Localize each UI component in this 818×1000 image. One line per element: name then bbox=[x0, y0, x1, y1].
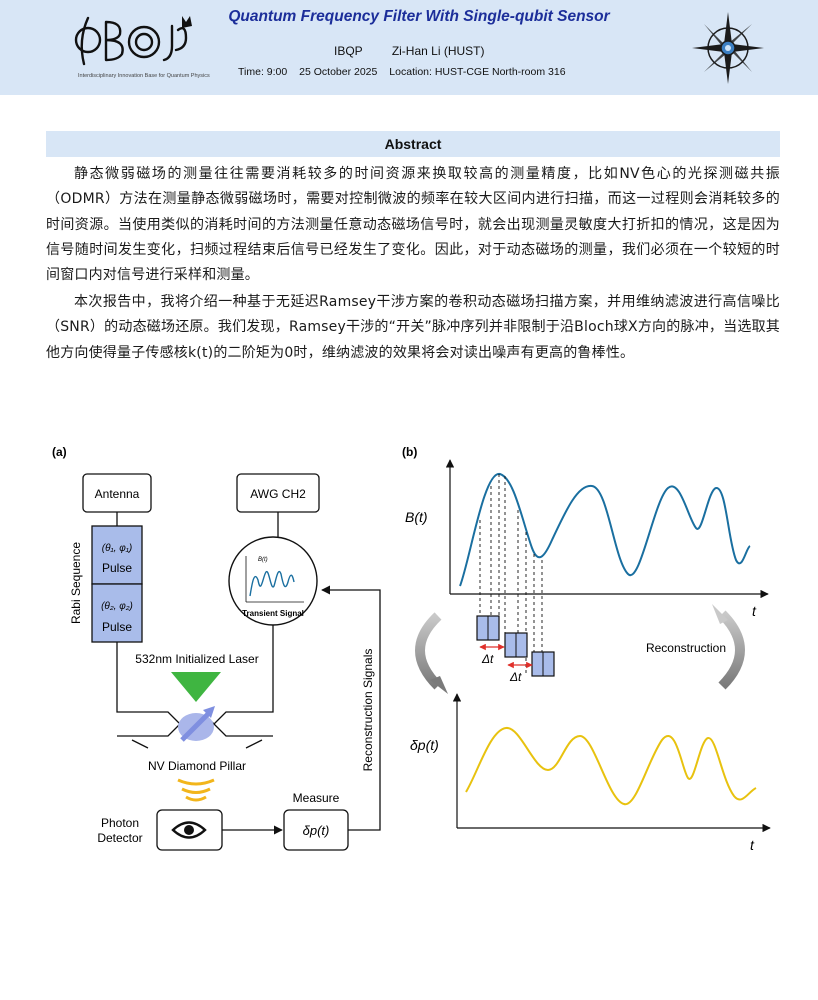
t-axis-label-top: t bbox=[752, 603, 757, 619]
photon-detector-label-1: Photon bbox=[101, 816, 139, 830]
event-location: Location: HUST-CGE North-room 316 bbox=[389, 66, 566, 78]
b-axis-label: B(t) bbox=[405, 509, 428, 525]
measure-dp-label: δp(t) bbox=[303, 823, 330, 838]
measure-label: Measure bbox=[293, 791, 340, 805]
pulse-1-params: (θ₁, φ₁) bbox=[102, 543, 132, 554]
pulse-2-label: Pulse bbox=[102, 620, 132, 634]
inset-b-label: B(t) bbox=[258, 557, 268, 563]
laser-beam-icon bbox=[171, 672, 221, 702]
dp-axis-label: δp(t) bbox=[410, 737, 439, 753]
logo-subtitle: Interdisciplinary Innovation Base for Qu… bbox=[78, 73, 210, 79]
authors: IBQP Zi-Han Li (HUST) bbox=[334, 44, 484, 58]
right-cycle-arrow-icon bbox=[712, 604, 745, 690]
inset-signal-curve bbox=[249, 570, 295, 597]
poster-title: Quantum Frequency Filter With Single-qub… bbox=[228, 8, 610, 25]
cat-icon bbox=[182, 16, 192, 28]
transient-signal-label: Transient Signal bbox=[242, 609, 304, 618]
left-cycle-arrow-icon bbox=[415, 612, 448, 694]
header-banner: Interdisciplinary Innovation Base for Qu… bbox=[0, 0, 818, 95]
author-name: Zi-Han Li (HUST) bbox=[391, 44, 485, 58]
dp-signal-curve bbox=[465, 727, 757, 806]
abstract-paragraph-2: 本次报告中，我将介绍一种基于无延迟Ramsey干涉方案的卷积动态磁场扫描方案，并… bbox=[46, 294, 780, 361]
reconstruction-label: Reconstruction bbox=[646, 641, 726, 655]
panel-b-label: (b) bbox=[402, 445, 417, 459]
eye-icon bbox=[171, 821, 207, 839]
figure: (a) Antenna (θ₁, φ₁) Pulse (θ₂, φ₂) Puls… bbox=[52, 445, 771, 853]
event-date: 25 October 2025 bbox=[299, 66, 378, 78]
ibqp-logo-icon bbox=[74, 16, 192, 66]
reconstruction-signals-label: Reconstruction Signals bbox=[361, 649, 375, 772]
org-name: IBQP bbox=[334, 44, 363, 58]
abstract-heading: Abstract bbox=[46, 131, 780, 157]
delta-t-label-2: Δt bbox=[509, 670, 522, 684]
pulse-2-box bbox=[91, 583, 143, 643]
abstract-paragraph-1: 静态微弱磁场的测量往往需要消耗较多的时间资源来换取较高的测量精度，比如NV色心的… bbox=[46, 166, 780, 284]
b-signal-curve bbox=[459, 473, 751, 587]
event-time: Time: 9:00 bbox=[238, 66, 288, 78]
nv-diamond-label: NV Diamond Pillar bbox=[148, 759, 246, 773]
pulse-1-label: Pulse bbox=[102, 561, 132, 575]
pulse-2-params: (θ₂, φ₂) bbox=[101, 601, 133, 612]
t-axis-label-bottom: t bbox=[750, 837, 755, 853]
compass-logo-icon bbox=[692, 12, 764, 84]
photon-detector-label-2: Detector bbox=[97, 831, 142, 845]
event-meta: Time: 9:00 25 October 2025 Location: HUS… bbox=[238, 66, 575, 78]
rabi-sequence-label: Rabi Sequence bbox=[69, 542, 83, 624]
laser-label: 532nm Initialized Laser bbox=[135, 652, 258, 666]
delta-t-label-1: Δt bbox=[481, 652, 494, 666]
emission-icon bbox=[177, 778, 215, 802]
antenna-label: Antenna bbox=[95, 487, 140, 501]
panel-a-label: (a) bbox=[52, 445, 67, 459]
pulse-1-box bbox=[91, 525, 143, 585]
awg-label: AWG CH2 bbox=[250, 487, 306, 501]
